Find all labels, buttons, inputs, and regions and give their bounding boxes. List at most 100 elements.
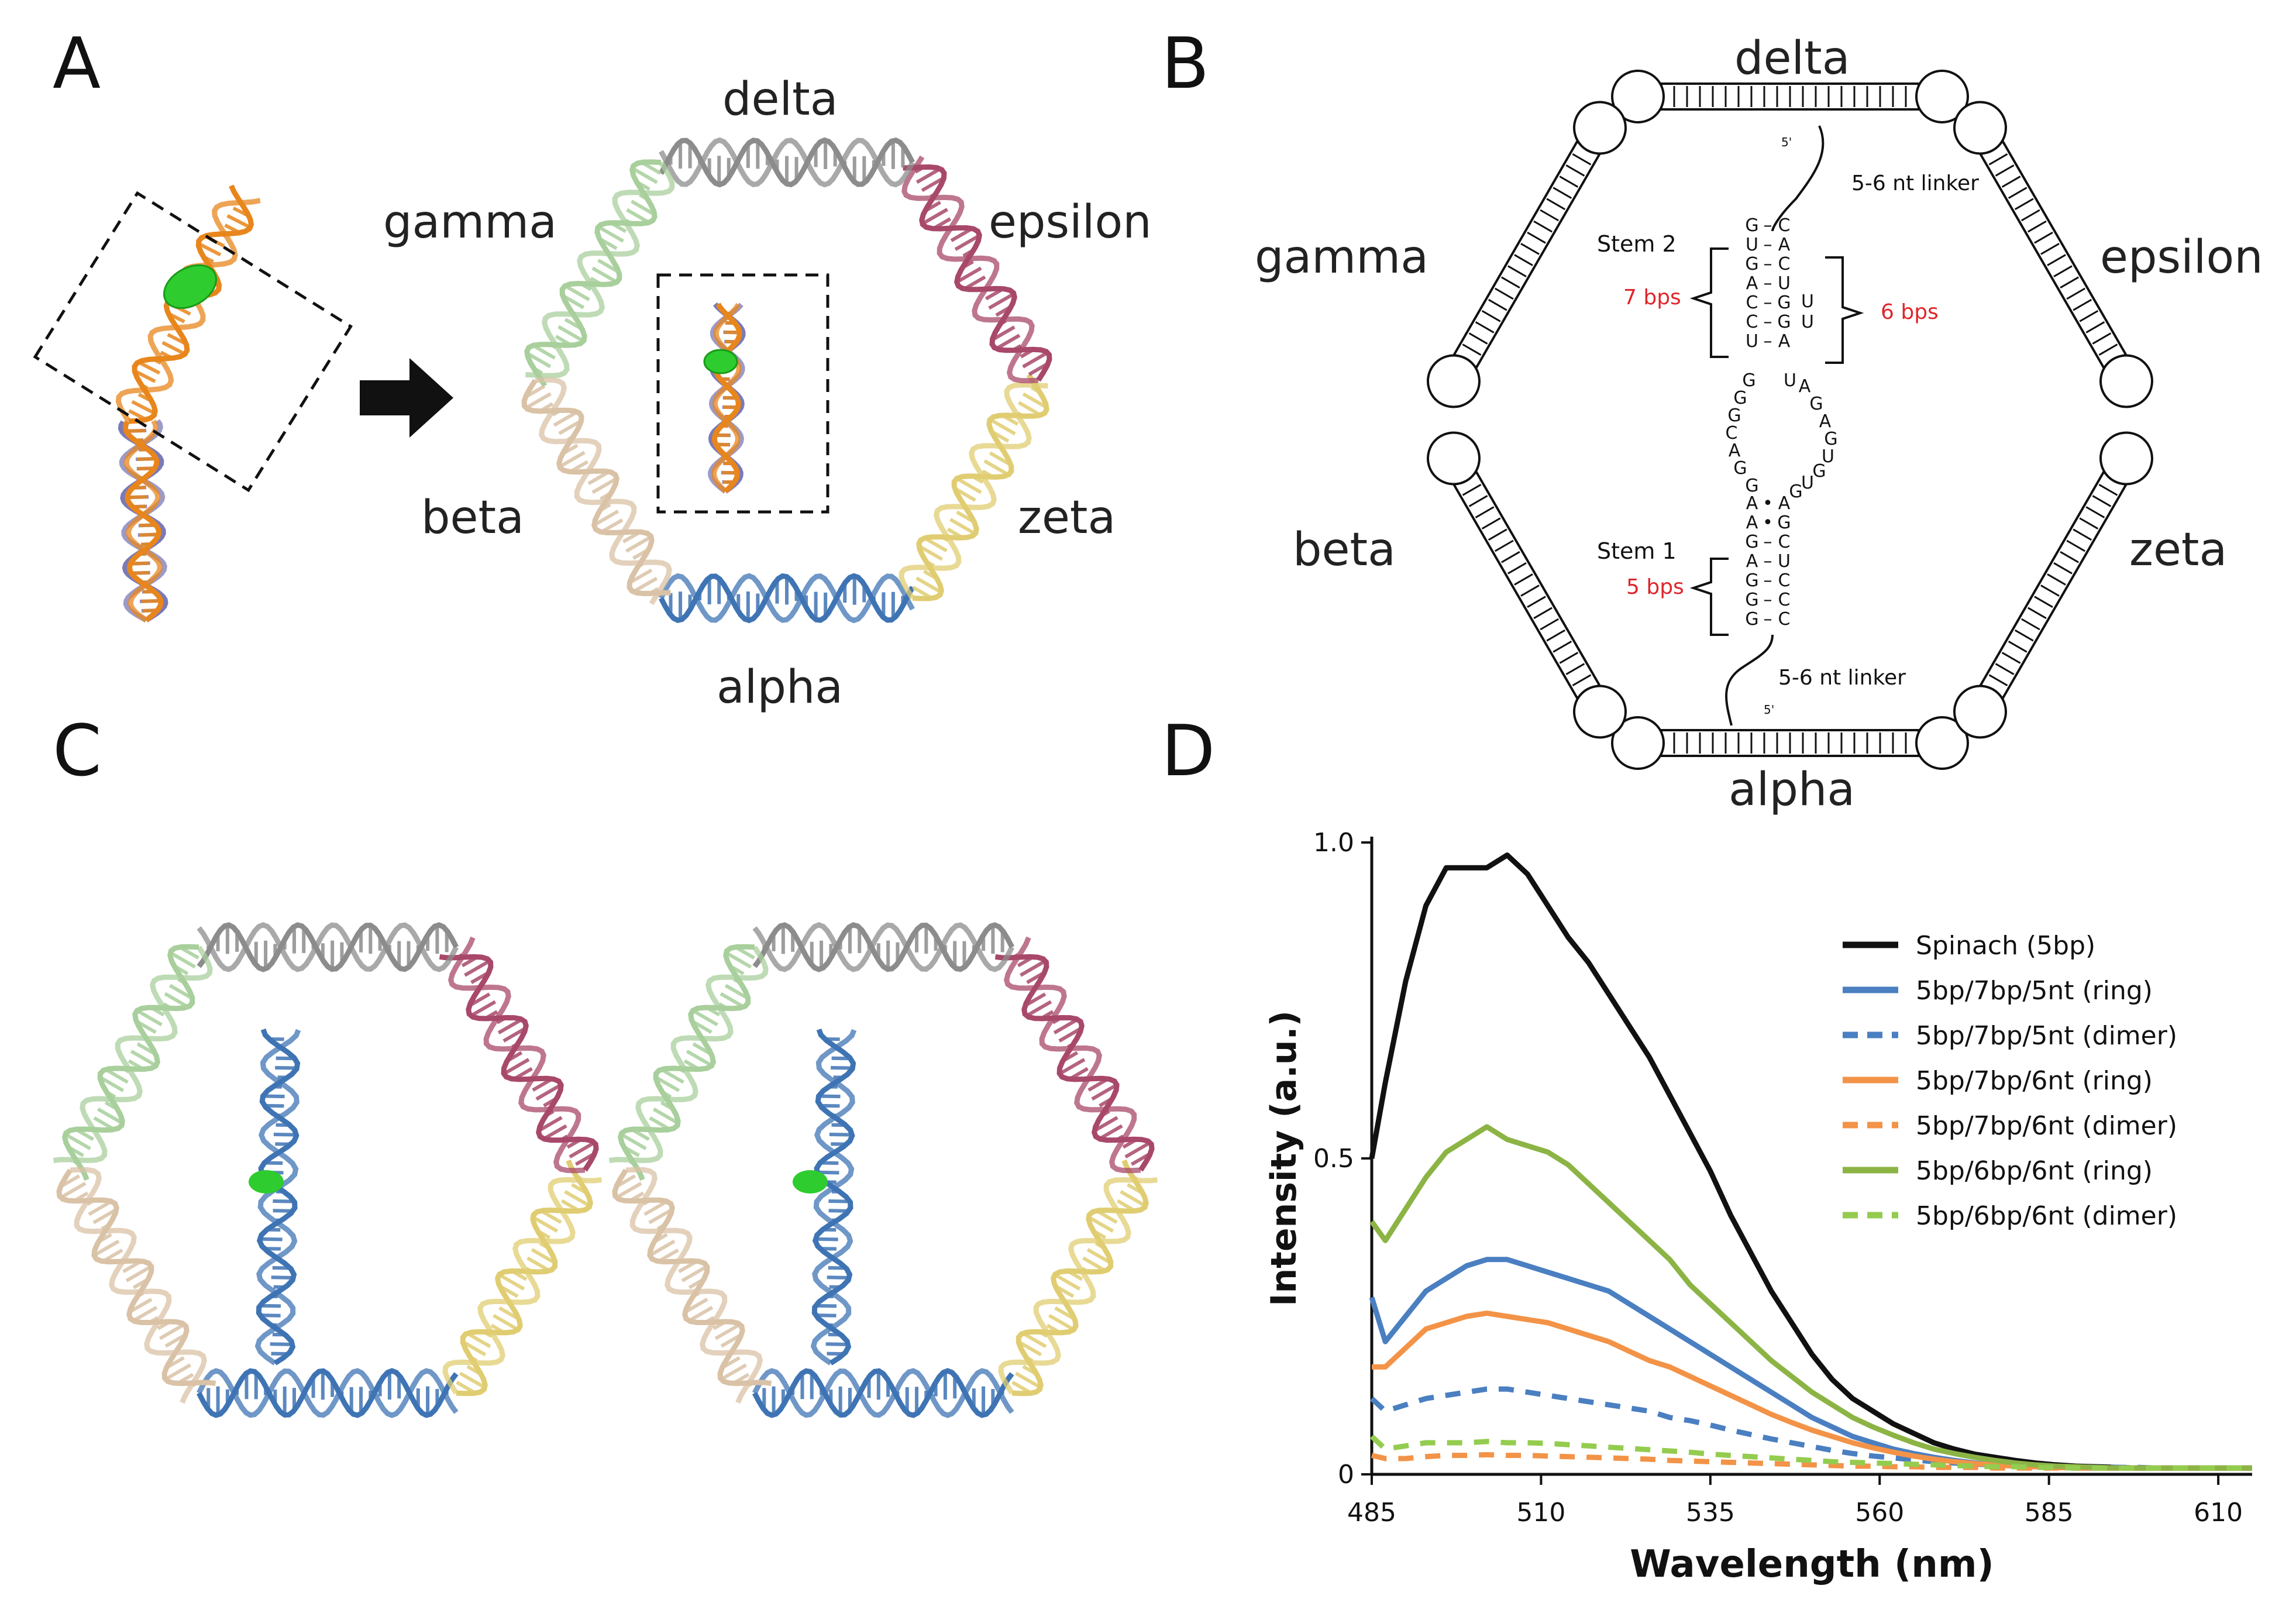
panel-a-label-gamma: gamma bbox=[383, 196, 557, 249]
series-line-5 bbox=[1369, 1124, 2252, 1471]
stem2-left-bps: 7 bps bbox=[1623, 286, 1681, 309]
ligand-sphere-c-right bbox=[793, 1170, 828, 1194]
stem2-right-base: G bbox=[1777, 293, 1791, 313]
panel-b-label-zeta: zeta bbox=[2129, 524, 2228, 576]
y-tick-label: 0 bbox=[1338, 1460, 1354, 1490]
center-helix-backbone bbox=[711, 302, 742, 494]
stem1-left-base: A bbox=[1746, 513, 1758, 533]
stem2-right-bps: 6 bps bbox=[1881, 300, 1939, 324]
panel-b-label-gamma: gamma bbox=[1255, 231, 1429, 284]
stem2-label: Stem 2 bbox=[1597, 231, 1677, 257]
y-tick-label: 0.5 bbox=[1313, 1144, 1354, 1174]
stem1-pair-symbol: – bbox=[1764, 551, 1772, 572]
stem2-pair-symbol: – bbox=[1764, 235, 1772, 255]
stem1-bps: 5 bps bbox=[1626, 575, 1684, 599]
stem2-right-brace bbox=[1825, 256, 1864, 364]
stem1-right-base: G bbox=[1777, 513, 1791, 533]
loop-left-base: G bbox=[1745, 476, 1758, 496]
x-axis-label: Wavelength (nm) bbox=[1630, 1543, 1994, 1586]
ligand-sphere-c-left bbox=[249, 1170, 284, 1194]
c-right-inner-helix bbox=[810, 1028, 857, 1366]
loop-left-base: G bbox=[1727, 405, 1741, 426]
ring-segment-delta bbox=[659, 137, 915, 188]
stem1-left-base: G bbox=[1745, 532, 1758, 552]
panel-letter-b: B bbox=[1161, 23, 1210, 105]
spinach-structure-left bbox=[33, 184, 353, 622]
loop-right-base: U bbox=[1784, 370, 1796, 391]
x-tick-label: 535 bbox=[1686, 1498, 1735, 1528]
ring-segment-epsilon bbox=[994, 936, 1155, 1174]
stem2-left-base: C bbox=[1746, 293, 1758, 313]
stem-gamma bbox=[1427, 101, 1627, 408]
panel-b-label-delta: delta bbox=[1734, 32, 1850, 85]
panel-letter-c: C bbox=[53, 711, 102, 792]
loop-right-base: U bbox=[1822, 446, 1834, 467]
loop-right-base: A bbox=[1819, 411, 1832, 432]
selection-box-center bbox=[656, 273, 829, 514]
selection-box-left bbox=[33, 191, 353, 493]
stem1-label: Stem 1 bbox=[1597, 538, 1677, 564]
stem2-right-base: C bbox=[1778, 215, 1791, 236]
stem-alpha bbox=[1611, 716, 1969, 770]
stem2-pair-symbol: – bbox=[1764, 312, 1772, 332]
ring-segment-gamma bbox=[608, 944, 769, 1181]
stem2-left-base: A bbox=[1746, 273, 1758, 294]
series-line-6 bbox=[1369, 1434, 2252, 1471]
ring-segment-alpha bbox=[659, 573, 915, 624]
legend-label: 5bp/7bp/5nt (ring) bbox=[1916, 976, 2153, 1006]
panel-letter-a: A bbox=[53, 23, 101, 105]
hexagon-schematic bbox=[1427, 70, 2153, 770]
c-left-inner-helix bbox=[254, 1028, 301, 1366]
stem2-bulge-base: U bbox=[1801, 312, 1814, 332]
loop-right-base: G bbox=[1824, 429, 1837, 449]
linker-top-label: 5-6 nt linker bbox=[1851, 171, 1979, 195]
ligand-sphere-left bbox=[163, 264, 218, 309]
ring-segment-zeta bbox=[998, 1159, 1158, 1397]
panel-letter-d: D bbox=[1161, 711, 1216, 792]
ring-segment-gamma bbox=[53, 944, 213, 1181]
stem2-left-brace bbox=[1689, 247, 1729, 358]
legend-label: 5bp/7bp/6nt (dimer) bbox=[1916, 1111, 2177, 1141]
stem1-right-base: C bbox=[1778, 532, 1791, 552]
ring-segment-beta bbox=[56, 1167, 216, 1404]
stem2-pair-symbol: – bbox=[1764, 331, 1772, 352]
panel-a-label-alpha: alpha bbox=[717, 661, 844, 714]
panel-b-label-beta: beta bbox=[1293, 524, 1396, 576]
ring-segment-alpha bbox=[752, 1368, 1014, 1418]
stem1-left-base: G bbox=[1745, 570, 1758, 591]
stem2-left-base: C bbox=[1746, 312, 1758, 332]
five-prime-bottom: 5' bbox=[1764, 703, 1774, 717]
linker-bottom-label: 5-6 nt linker bbox=[1778, 666, 1906, 690]
stem1-right-base: C bbox=[1778, 570, 1791, 591]
stem1-right-base: C bbox=[1778, 590, 1791, 610]
stem-beta bbox=[1427, 431, 1627, 739]
panel-a-label-zeta: zeta bbox=[1018, 491, 1116, 544]
panel-b-label-epsilon: epsilon bbox=[2100, 231, 2263, 284]
stem2-left-base: G bbox=[1745, 215, 1758, 236]
ring-segment-zeta bbox=[899, 373, 1049, 601]
stem1-left-base: G bbox=[1745, 590, 1758, 610]
loop-right-base: U bbox=[1801, 473, 1814, 493]
ring-segment-delta bbox=[197, 922, 459, 972]
loop-left-base: G bbox=[1733, 458, 1747, 479]
stem1-pair-symbol: – bbox=[1764, 570, 1772, 591]
ring-segment-beta bbox=[521, 377, 672, 606]
panel-c bbox=[53, 922, 1158, 1418]
stem2-pair-symbol: – bbox=[1764, 215, 1772, 236]
panel-a-label-epsilon: epsilon bbox=[989, 196, 1152, 249]
loop-left-base: G bbox=[1733, 388, 1747, 408]
ring-structure-c-right bbox=[608, 922, 1158, 1418]
panel-a bbox=[33, 137, 1052, 624]
stem2-left-base: U bbox=[1746, 331, 1758, 352]
stem2-bulge-base: U bbox=[1801, 291, 1814, 312]
five-prime-top: 5' bbox=[1781, 135, 1792, 149]
stem2-pair-symbol: – bbox=[1764, 254, 1772, 274]
panel-a-label-delta: delta bbox=[722, 73, 838, 126]
arrow-icon bbox=[360, 358, 453, 438]
stem2-pair-symbol: – bbox=[1764, 273, 1772, 294]
panel-a-label-beta: beta bbox=[421, 491, 524, 544]
legend-label: 5bp/7bp/5nt (dimer) bbox=[1916, 1021, 2177, 1051]
loop-right-base: G bbox=[1789, 482, 1802, 502]
